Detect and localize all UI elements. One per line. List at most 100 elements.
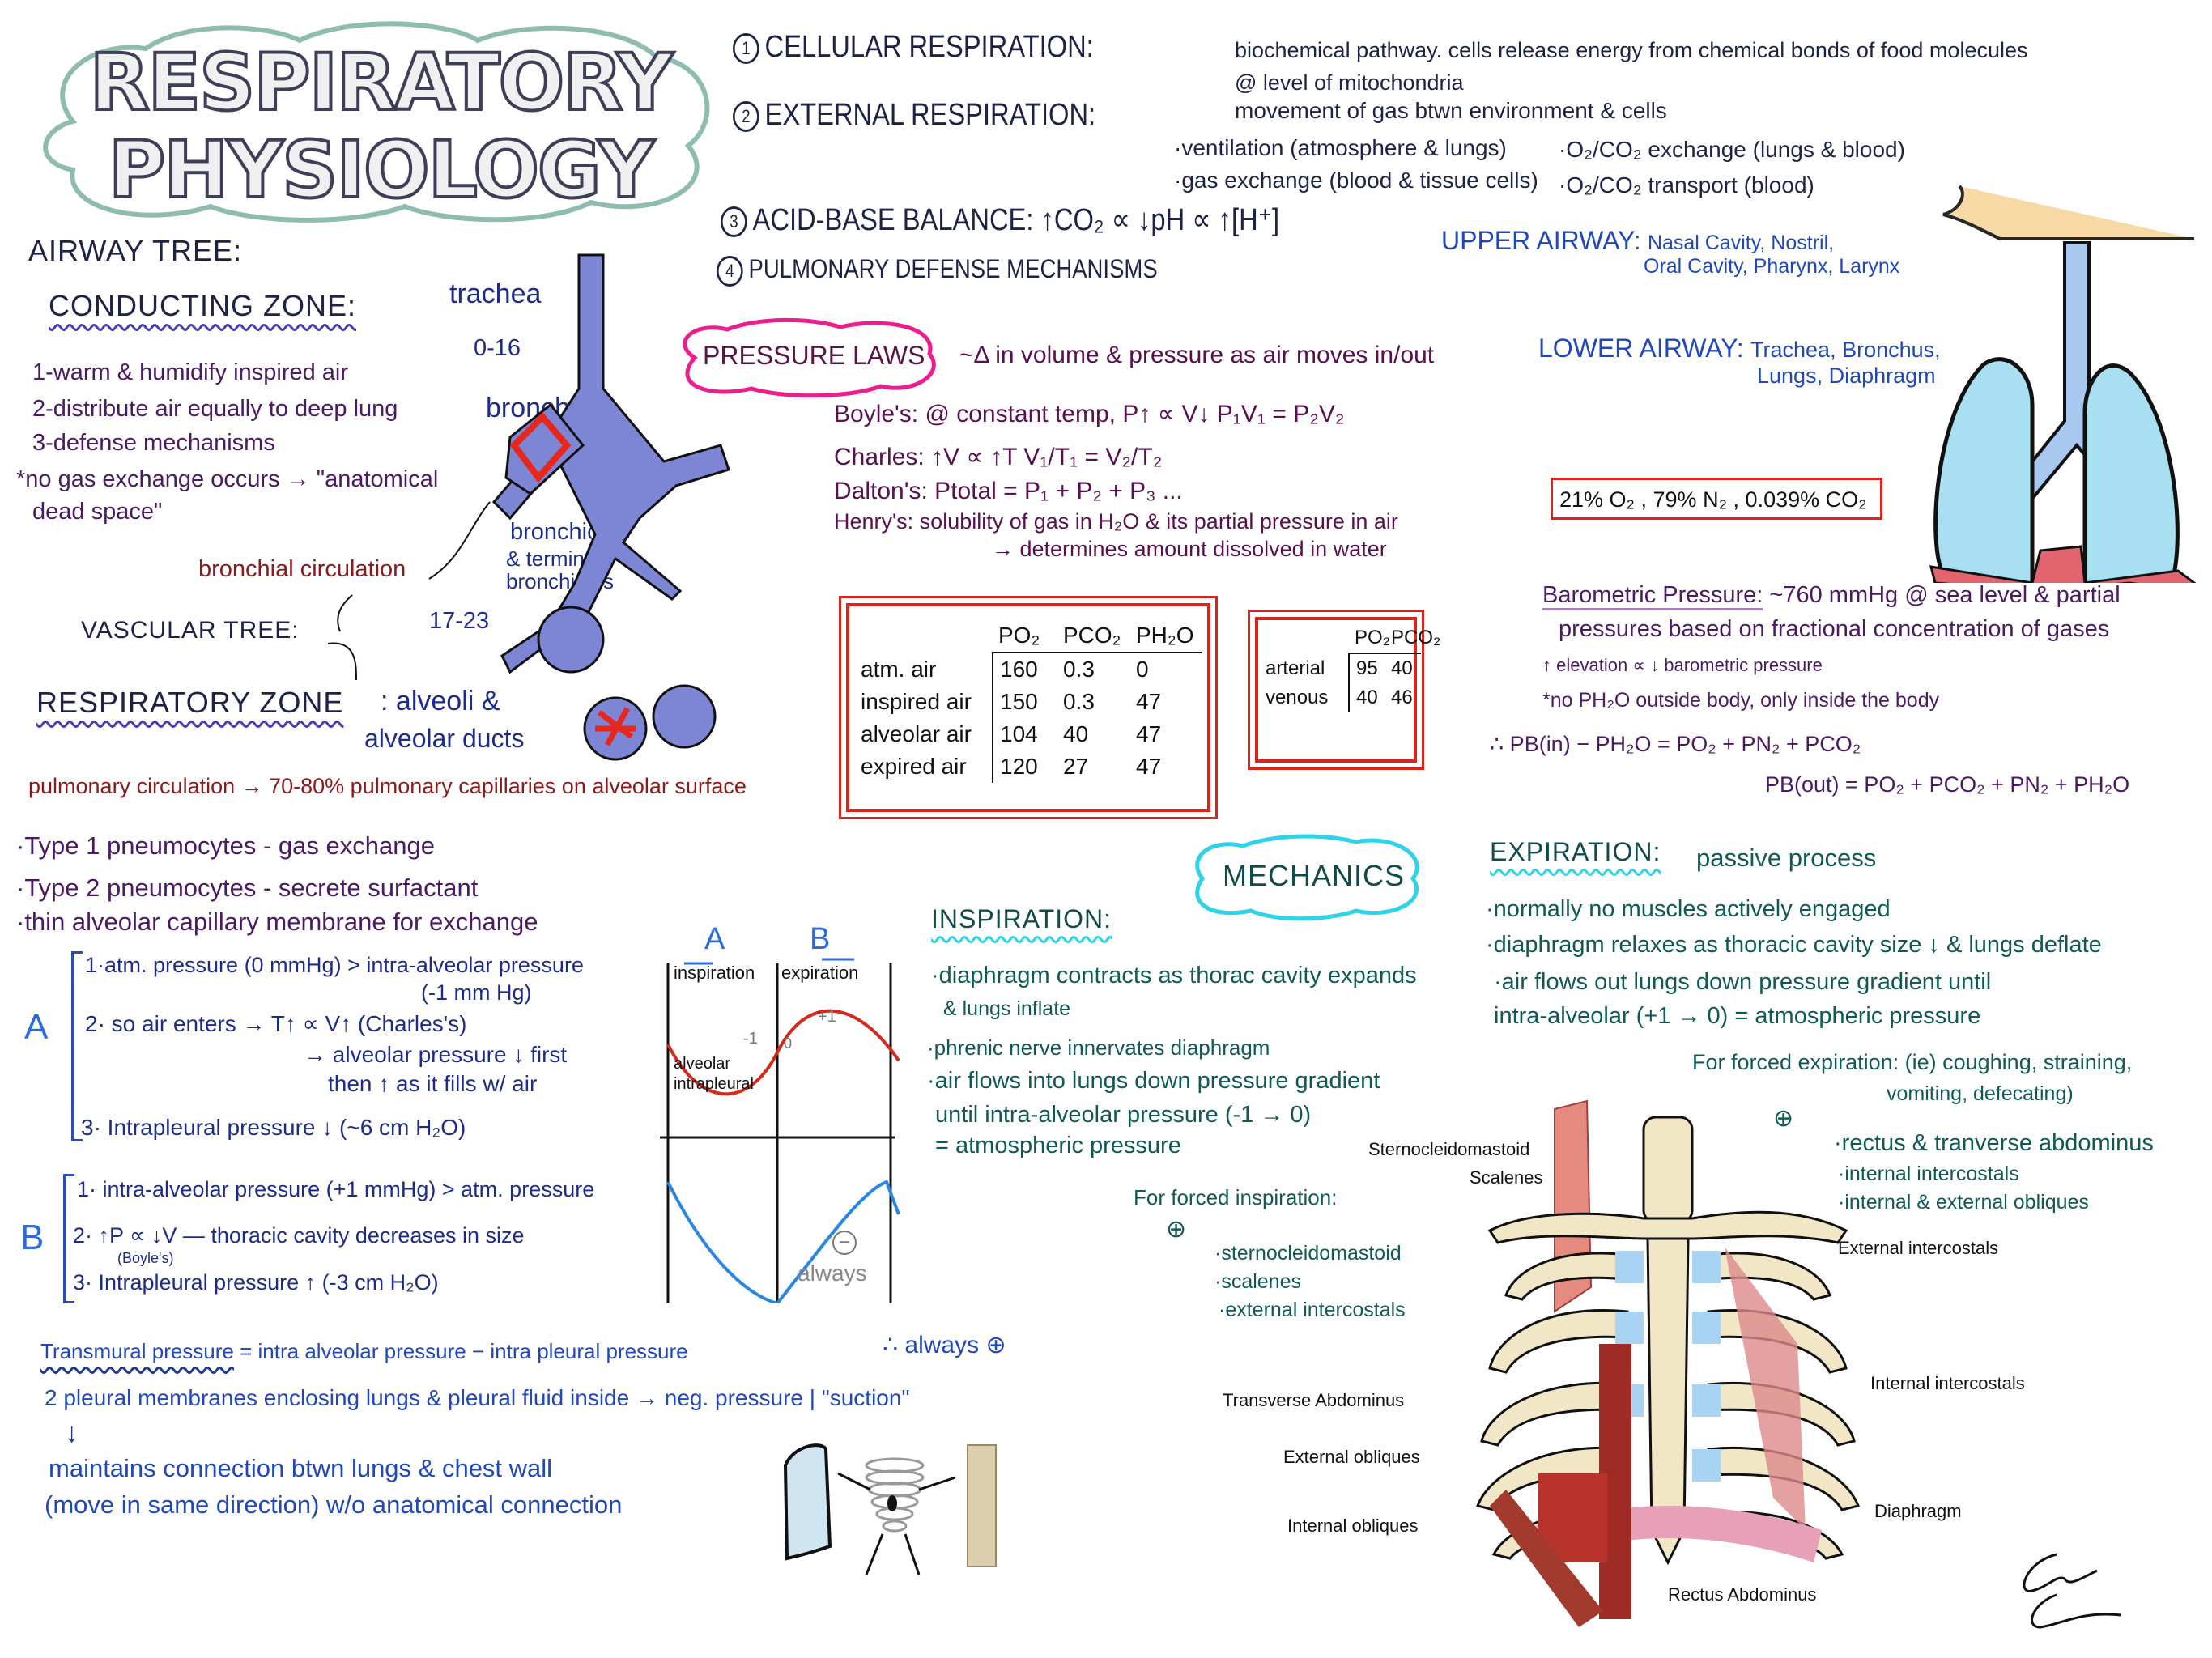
cell: 47 — [1136, 689, 1162, 714]
water-vapor-note: *no PH₂O outside body, only inside the b… — [1542, 689, 1940, 712]
barometric-text-2: pressures based on fractional concentrat… — [1559, 616, 2110, 642]
label-alveoli: : alveoli & — [381, 686, 500, 716]
airway-tree-heading: AIRWAY TREE: — [28, 234, 243, 267]
elevation-note: ↑ elevation ∝ ↓ barometric pressure — [1542, 655, 1823, 675]
phase-b-item: 2· ↑P ∝ ↓V — thoracic cavity decreases i… — [73, 1223, 525, 1248]
row-label: arterial — [1266, 657, 1325, 679]
annotation-arrows — [327, 501, 491, 680]
forced-expiration-muscle: ·internal intercostals — [1838, 1163, 2019, 1185]
inspiration-item: ·air flows into lungs down pressure grad… — [927, 1068, 1380, 1094]
label-generations-respiratory: 17-23 — [429, 608, 490, 634]
phase-a-item: 1·atm. pressure (0 mmHg) > intra-alveola… — [85, 953, 584, 977]
respiratory-zone-heading: RESPIRATORY ZONE — [36, 686, 344, 719]
gas-table-frame — [846, 603, 1210, 812]
phase-b-item: 1· intra-alveolar pressure (+1 mmHg) > a… — [77, 1177, 595, 1201]
heading: PULMONARY DEFENSE MECHANISMS — [748, 254, 1158, 283]
cell: 120 — [992, 750, 1057, 783]
henrys-law: Henry's: solubility of gas in H₂O & its … — [834, 509, 1398, 534]
cellular-desc: biochemical pathway. cells release energ… — [1235, 38, 2028, 62]
dead-space-note: *no gas exchange occurs → "anatomical — [16, 466, 439, 492]
phase-a-bracket — [71, 951, 83, 1141]
heading: EXTERNAL RESPIRATION: — [764, 98, 1096, 132]
cell: 40 — [1391, 657, 1413, 679]
cell: 27 — [1063, 754, 1089, 779]
dead-space-note: dead space" — [32, 499, 163, 525]
forced-expiration-muscle: ·rectus & tranverse abdominus — [1834, 1130, 2154, 1156]
air-composition-box: 21% O₂ , 79% N₂ , 0.039% CO₂ — [1551, 478, 1882, 520]
expiration-desc: passive process — [1696, 844, 1877, 872]
row-label: venous — [1266, 687, 1329, 708]
expiration-item: ·normally no muscles actively engaged — [1486, 896, 1891, 922]
forced-inspiration-muscle: ·external intercostals — [1219, 1299, 1406, 1321]
ribcage-illustration — [1476, 1099, 1860, 1627]
title-cloud — [43, 21, 710, 223]
inspiration-item: = atmospheric pressure — [935, 1133, 1181, 1158]
label-internal-intercostals: Internal intercostals — [1870, 1373, 2025, 1393]
external-bullet: ·ventilation (atmosphere & lungs) — [1174, 135, 1507, 160]
cell: 104 — [992, 718, 1057, 750]
pulmonary-circulation: pulmonary circulation → 70-80% pulmonary… — [28, 774, 747, 798]
graph-plus-one: +1 — [818, 1008, 836, 1026]
phase-b-item: (Boyle's) — [117, 1250, 174, 1266]
number-badge: 2 — [733, 100, 759, 132]
graph-negative-sign: − — [832, 1231, 857, 1255]
phase-a-label: A — [24, 1007, 49, 1047]
phase-a-item: (-1 mm Hg) — [421, 980, 532, 1005]
pneumocyte-note: ·Type 2 pneumocytes - secrete surfactant — [16, 874, 479, 902]
cell: 150 — [992, 686, 1057, 718]
graph-inspiration: inspiration — [674, 963, 755, 983]
graph-col-b: B — [810, 922, 831, 956]
cell: 0 — [1136, 657, 1149, 682]
down-arrow-icon: ↓ — [65, 1418, 79, 1448]
pressure-graph — [660, 958, 900, 1303]
label-scalenes: Scalenes — [1470, 1167, 1543, 1188]
graph-minus-one: -1 — [743, 1030, 758, 1048]
cell: 47 — [1136, 721, 1162, 746]
label-alveolar-ducts: alveolar ducts — [364, 724, 525, 753]
label-external-intercostals: External intercostals — [1838, 1238, 1999, 1258]
barometric-text: ~760 mmHg @ sea level & partial — [1769, 582, 2121, 608]
column-header: PO₂ — [1348, 623, 1390, 654]
label-sternocleidomastoid: Sternocleidomastoid — [1368, 1139, 1530, 1159]
pleural-note: 2 pleural membranes enclosing lungs & pl… — [45, 1385, 910, 1410]
conducting-item: 2-distribute air equally to deep lung — [32, 396, 398, 422]
column-header: PO₂ — [992, 619, 1057, 653]
conducting-item: 3-defense mechanisms — [32, 430, 275, 456]
graph-expiration: expiration — [781, 963, 859, 983]
lower-airway-line: Trachea, Bronchus, — [1750, 338, 1941, 362]
phase-a-item: 2· so air enters → T↑ ∝ V↑ (Charles's) — [85, 1011, 467, 1036]
barometric-label: Barometric Pressure: — [1542, 582, 1763, 610]
graph-alveolar-label: alveolar — [674, 1055, 731, 1073]
mechanics-cloud — [1195, 834, 1419, 921]
lungs-illustration — [1929, 185, 2197, 583]
pleural-cartoon — [783, 1443, 997, 1575]
connection-note: maintains connection btwn lungs & chest … — [49, 1454, 553, 1482]
intrapleural-pressure-curve — [666, 1180, 900, 1303]
mechanics-heading: MECHANICS — [1223, 859, 1406, 892]
bronchial-circulation: bronchial circulation — [198, 556, 406, 582]
pressure-laws-desc: ~Δ in volume & pressure as air moves in/… — [959, 342, 1435, 368]
alveolar-pressure-curve — [666, 1009, 900, 1096]
heading: CELLULAR RESPIRATION: — [764, 30, 1094, 64]
bronchial-tree-illustration — [491, 253, 730, 761]
forced-expiration-heading: For forced expiration: (ie) coughing, st… — [1692, 1050, 2133, 1074]
transmural-equation: = intra alveolar pressure − intra pleura… — [240, 1339, 688, 1363]
upper-airway-line: Oral Cavity, Pharynx, Larynx — [1644, 255, 1900, 278]
plus-icon: ⊕ — [1166, 1216, 1187, 1243]
column-header: PH₂O — [1129, 619, 1202, 653]
cellular-desc-2: @ level of mitochondria — [1235, 70, 1464, 95]
connection-note-2: (move in same direction) w/o anatomical … — [45, 1490, 623, 1519]
inspiration-heading: INSPIRATION: — [931, 904, 1112, 933]
external-bullet: ·O₂/CO₂ transport (blood) — [1559, 172, 1814, 198]
external-bullet: ·O₂/CO₂ exchange (lungs & blood) — [1559, 137, 1905, 162]
plus-icon: ⊕ — [1773, 1105, 1794, 1132]
graph-col-a: A — [704, 922, 725, 956]
cell: 95 — [1348, 654, 1385, 683]
pressure-laws-cloud — [683, 317, 936, 398]
row-label: atm. air — [861, 657, 937, 682]
